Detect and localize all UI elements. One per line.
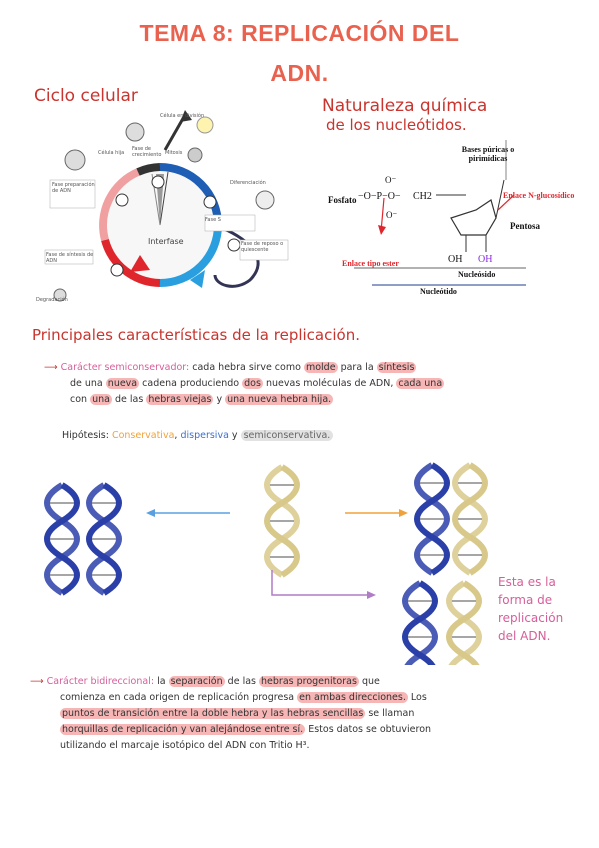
bidir-arrow: ⟶ <box>30 676 44 687</box>
semi-label: Carácter semiconservador: <box>60 362 190 373</box>
bidir-text-8: utilizando el marcaje isotópico del ADN … <box>60 740 310 751</box>
semi-text-4: cadena produciendo <box>142 378 240 389</box>
cycle-label-reposo: Fase de reposo o quiescente <box>241 241 284 253</box>
bidir-paragraph: ⟶ Carácter bidireccional: la separación … <box>30 674 585 754</box>
replication-hypotheses-diagram <box>0 455 599 665</box>
bidir-separacion: separación <box>168 676 225 687</box>
semi-text-2: para la <box>340 362 374 373</box>
hipotesis-comma: , <box>174 430 178 441</box>
helix-left-2 <box>89 485 119 593</box>
semi-sintesis: síntesis <box>376 362 417 373</box>
bidir-text-7: Estos datos se obtuvieron <box>308 724 432 735</box>
nucleotide-heading-1: Naturaleza química <box>322 96 488 116</box>
semi-nueva-hebra: una nueva hebra hija. <box>225 394 334 405</box>
semi-text-8: y <box>216 394 223 405</box>
bidir-text-4: comienza en cada origen de replicación p… <box>60 692 295 703</box>
semi-dos: dos <box>242 378 263 389</box>
nucleotide-enlace-ester: Enlace tipo ester <box>342 259 399 268</box>
cycle-label-top: Célula en división <box>160 113 205 119</box>
semi-paragraph: ⟶ Carácter semiconservador: cada hebra s… <box>44 360 584 408</box>
bidir-label: Carácter bidireccional: <box>46 676 155 687</box>
helix-center <box>267 467 297 575</box>
cycle-label-fase-s: Fase S <box>205 217 221 223</box>
semi-text-7: de las <box>115 394 144 405</box>
semi-text-1: cada hebra sirve como <box>192 362 301 373</box>
semi-hebras-viejas: hebras viejas <box>146 394 214 405</box>
semi-nueva: nueva <box>105 378 140 389</box>
helix-right-1 <box>417 465 447 573</box>
hipotesis-label: Hipótesis: <box>62 430 109 441</box>
semi-text-3: de una <box>70 378 103 389</box>
cycle-label-fase-preparacion: Fase preparación de ADN <box>52 182 95 194</box>
nucleotide-bases: Bases púricas o pirimídicas <box>461 145 515 163</box>
nucleotide-structure <box>354 140 526 286</box>
cycle-label-celula-hija: Célula hija <box>98 150 125 156</box>
note-line-2: forma de <box>498 593 553 607</box>
helix-right-2 <box>455 465 485 573</box>
nucleotide-heading-2: de los nucleótidos. <box>326 116 467 134</box>
page-title-line1: TEMA 8: REPLICACIÓN DEL <box>139 20 460 46</box>
cycle-label-fase-g2: Fase de crecimiento <box>132 146 162 158</box>
arrow-to-semiconservative <box>271 570 372 596</box>
note-line-3: replicación <box>498 611 564 625</box>
nucleotide-enlace-n: Enlace N-glucosídico <box>503 191 575 200</box>
hipotesis-dispersiva: dispersiva <box>180 430 229 441</box>
helix-semi-1 <box>405 583 435 665</box>
bidir-text-5: Los <box>410 692 427 703</box>
cycle-label-mitosis: Mitosis <box>165 150 183 156</box>
semi-cada-una: cada una <box>396 378 445 389</box>
semi-text-5: nuevas moléculas de ADN, <box>265 378 394 389</box>
semi-arrow: ⟶ <box>44 362 58 373</box>
note-line-4: del ADN. <box>498 629 551 643</box>
semiconservative-note: Esta es la forma de replicación del ADN. <box>498 573 598 645</box>
bidir-ambas: en ambas direcciones. <box>297 692 408 703</box>
bidir-puntos: puntos de transición entre la doble hebr… <box>60 708 366 719</box>
bidir-text-1: la <box>157 676 166 687</box>
page-title-line2: ADN. <box>270 60 329 86</box>
nucleotide-fosfato: Fosfato <box>328 195 357 205</box>
nucleotide-o-left: −O−P−O− <box>358 191 401 202</box>
cycle-label-degradacion: Degradación <box>36 297 68 303</box>
section-heading: Principales características de la replic… <box>32 326 360 344</box>
helix-left-1 <box>47 485 77 593</box>
cycle-label-diferenciacion: Diferenciación <box>230 180 266 186</box>
bidir-text-3: que <box>361 676 380 687</box>
cycle-label-interfase: Interfase <box>148 237 184 246</box>
semi-molde: molde <box>303 362 338 373</box>
note-line-1: Esta es la <box>498 575 556 589</box>
nucleotide-nucleotido: Nucleótido <box>420 287 457 296</box>
cycle-heading: Ciclo celular <box>34 86 138 106</box>
cell-cycle-diagram <box>44 110 289 302</box>
bidir-text-2: de las <box>227 676 256 687</box>
nucleotide-oh-2: OH <box>478 254 493 265</box>
nucleotide-o-bottom: O⁻ <box>386 210 398 220</box>
hipotesis-conservativa: Conservativa <box>111 430 175 441</box>
helix-semi-2 <box>449 583 479 665</box>
semi-una: una <box>90 394 112 405</box>
nucleotide-nucleosido: Nucleósido <box>458 270 496 279</box>
bidir-text-6: se llaman <box>368 708 415 719</box>
nucleotide-o-top: O⁻ <box>385 175 397 185</box>
hipotesis-semiconservativa: semiconservativa. <box>240 430 334 441</box>
hipotesis-line: Hipótesis: Conservativa, dispersiva y se… <box>62 428 334 444</box>
cycle-label-sintesis: Fase de síntesis de ADN <box>46 252 94 264</box>
nucleotide-pentosa: Pentosa <box>510 221 540 231</box>
bidir-progenitoras: hebras progenitoras <box>259 676 359 687</box>
semi-text-6: con <box>70 394 88 405</box>
nucleotide-ch2: CH2 <box>413 191 432 202</box>
bidir-horquillas: horquillas de replicación y van alejándo… <box>60 724 306 735</box>
nucleotide-oh-1: OH <box>448 254 463 265</box>
hipotesis-y: y <box>231 430 238 441</box>
